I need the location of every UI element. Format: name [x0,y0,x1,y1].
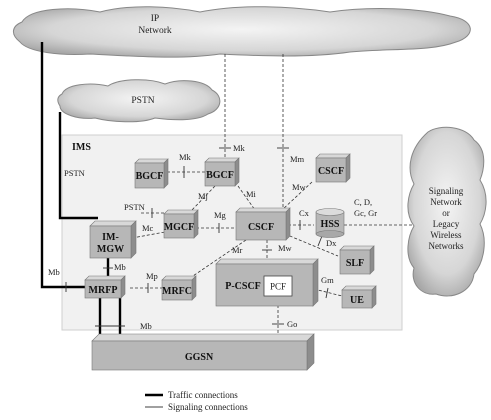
im-mgw-label-line1: IM- [102,232,119,243]
interface-mk: Mk [179,152,192,162]
interface-mb-left: Mb [48,267,60,277]
pcf-label: PCF [270,282,286,292]
node-mrfp: MRFP [84,275,126,299]
interface-pstn-mid: PSTN [124,202,145,212]
interface-mk-top: Mk [233,143,246,153]
legend-traffic-label: Traffic connections [168,390,238,400]
link-cscf-mrfc [189,239,247,279]
bgcf-right-label: BGCF [206,170,234,181]
interface-c-d: C, D, [354,197,372,207]
signaling-cloud-line5: Wireless [430,230,462,240]
ip-network-label-line2: Network [138,26,171,36]
interface-mr: Mr [232,245,243,255]
interface-mm: Mm [290,154,305,164]
im-mgw-label-line2: MGW [97,244,124,255]
pstn-cloud-label: PSTN [131,96,154,106]
node-mrfc: MRFC [161,275,197,301]
ggsn-label: GGSN [185,352,214,363]
interface-labels: Mk Mk Mm PSTN Mj Mi Mw PSTN Mg Cx C, D, … [48,143,377,331]
mgcf-label: MGCF [164,222,195,233]
interface-mc: Mc [142,223,154,233]
signaling-network-cloud: Signaling Network or Legacy Wireless Net… [407,126,487,297]
interface-go: Go [287,319,297,329]
node-hss: HSS [315,208,345,238]
cscf-main-label: CSCF [248,222,274,233]
mrfc-label: MRFC [162,286,192,297]
interface-cx: Cx [299,208,310,218]
legend-signaling-label: Signaling connections [168,402,248,412]
interface-gm: Gm [321,275,334,285]
mrfp-label: MRFP [89,285,118,296]
node-cscf-main: CSCF [235,207,291,241]
interface-mb-mid: Mb [114,262,126,272]
traffic-pstn-mgw [58,112,98,220]
interface-mw-top: Mw [292,182,307,192]
signaling-cloud-line4: Legacy [433,219,460,229]
interface-mp: Mp [146,271,158,281]
bgcf-left-label: BGCF [136,171,164,182]
interface-pstn-left: PSTN [64,168,85,178]
node-bgcf-right: BGCF [204,157,240,187]
ue-label: UE [350,295,364,306]
cscf-top-label: CSCF [318,166,344,177]
ip-network-label-line1: IP [151,14,159,24]
ims-title: IMS [72,142,91,153]
link-mgw-mgcf [131,231,166,239]
ip-network-cloud: IP Network [13,6,471,58]
pstn-cloud: PSTN [57,79,221,123]
node-bgcf-left: BGCF [134,158,169,189]
interface-mi: Mi [246,189,257,199]
traffic-ip-mrfp [40,42,85,289]
signaling-cloud-line2: Network [430,197,462,207]
node-ue: UE [341,285,377,309]
slf-label: SLF [346,258,364,269]
interface-mg: Mg [214,210,227,220]
node-mgcf: MGCF [163,209,199,239]
signaling-cloud-line3: or [442,208,450,218]
node-p-cscf: P-CSCF [215,258,319,307]
link-bgcf-mgcf [191,185,216,211]
p-cscf-label: P-CSCF [225,281,261,292]
interface-ticks [65,147,329,327]
interface-dx: Dx [326,238,337,248]
signaling-cloud-line6: Networks [429,241,464,251]
node-im-mgw: IM- MGW [89,220,137,259]
node-ggsn: GGSN [91,333,315,371]
link-cscf-slf [284,233,339,257]
interface-gc-gr: Gc, Gr [354,208,377,218]
link-cscf-cscf [281,181,313,211]
interface-mj: Mj [198,191,208,201]
signaling-cloud-line1: Signaling [429,186,464,196]
legend: Traffic connections Signaling connection… [145,390,248,412]
node-cscf-top: CSCF [315,153,351,183]
interface-mw: Mw [278,243,293,253]
node-slf: SLF [339,245,375,275]
interface-mb-bottom: Mb [140,321,152,331]
node-pcf: PCF [263,275,293,297]
signaling-connections [130,54,414,340]
hss-label: HSS [321,219,340,230]
